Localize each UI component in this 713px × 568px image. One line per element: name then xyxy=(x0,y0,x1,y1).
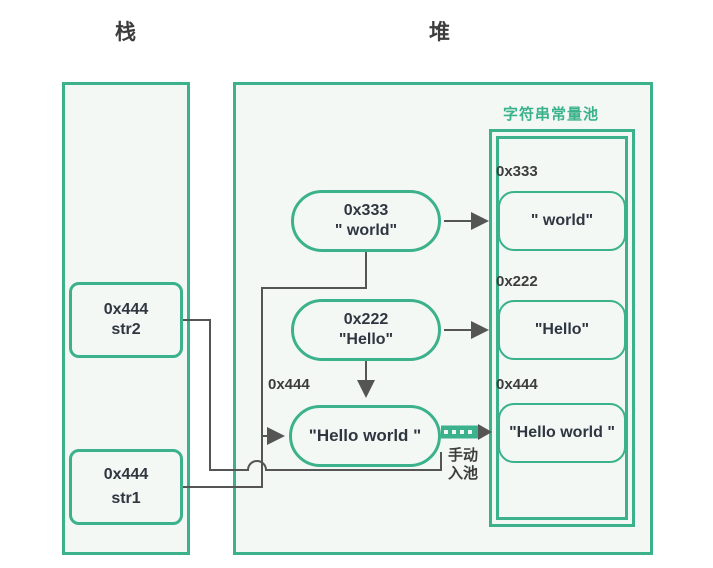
string-constant-pool-title: 字符串常量池 xyxy=(503,106,600,123)
pool-entry-helloworld-address: 0x444 xyxy=(496,376,538,393)
manual-intern-label-line2: 入池 xyxy=(447,465,478,482)
stack-cell-str2[interactable]: 0x444 str2 xyxy=(69,282,183,358)
heap-object-helloworld[interactable]: "Hello world " xyxy=(289,405,441,467)
manual-intern-label-line1: 手动 xyxy=(447,447,478,464)
stack-cell-str1[interactable]: 0x444 str1 xyxy=(69,449,183,525)
pool-entry-world-address: 0x333 xyxy=(496,163,538,180)
pool-entry-helloworld-value: "Hello world " xyxy=(509,424,615,441)
stack-cell-str2-variable: str2 xyxy=(111,321,141,338)
pool-entry-hello-value: "Hello" xyxy=(534,321,590,338)
pool-entry-world-value: " world" xyxy=(530,212,594,229)
heap-object-world-value: " world" xyxy=(334,222,398,239)
heap-title: 堆 xyxy=(429,21,451,44)
heap-object-helloworld-value: "Hello world " xyxy=(308,426,422,446)
stack-title: 栈 xyxy=(115,21,137,44)
stack-cell-str1-variable: str1 xyxy=(111,490,141,507)
heap-object-hello[interactable]: 0x222 "Hello" xyxy=(291,299,441,361)
heap-object-hello-value: "Hello" xyxy=(338,331,394,348)
heap-object-world-address: 0x333 xyxy=(343,202,389,219)
heap-object-helloworld-address-label: 0x444 xyxy=(268,376,310,393)
stack-cell-str1-address: 0x444 xyxy=(103,466,149,483)
stack-cell-str2-address: 0x444 xyxy=(103,301,149,318)
manual-intern-label: 手动 入池 xyxy=(444,447,482,483)
pool-entry-hello[interactable]: "Hello" xyxy=(498,300,626,360)
heap-object-world[interactable]: 0x333 " world" xyxy=(291,190,441,252)
heap-object-hello-address: 0x222 xyxy=(343,311,389,328)
pool-entry-world[interactable]: " world" xyxy=(498,191,626,251)
pool-entry-hello-address: 0x222 xyxy=(496,273,538,290)
pool-entry-helloworld[interactable]: "Hello world " xyxy=(498,403,626,463)
